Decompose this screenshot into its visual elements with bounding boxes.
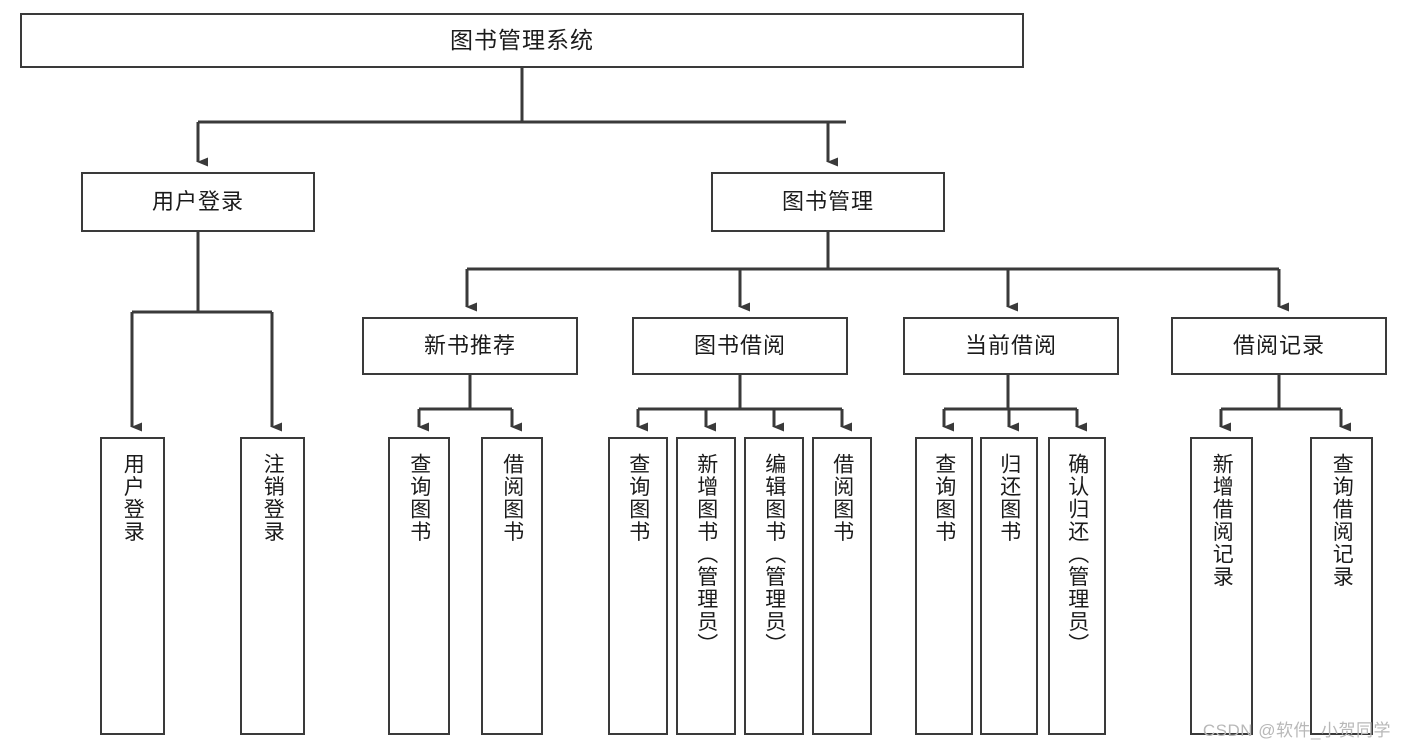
node-leaf-edit-book-admin[interactable]: 编辑图书（管理员） — [744, 437, 804, 735]
node-book-management-label: 图书管理 — [781, 189, 874, 215]
node-leaf-query-book-borrow[interactable]: 查询图书 — [608, 437, 668, 735]
node-leaf-user-login-label: 用户登录 — [121, 453, 145, 543]
node-leaf-query-borrow-record[interactable]: 查询借阅记录 — [1310, 437, 1373, 735]
node-leaf-query-book-recommend[interactable]: 查询图书 — [388, 437, 450, 735]
node-leaf-edit-book-admin-label: 编辑图书（管理员） — [762, 453, 786, 656]
node-root[interactable]: 图书管理系统 — [20, 13, 1024, 68]
node-leaf-confirm-return-admin-label: 确认归还（管理员） — [1065, 453, 1089, 656]
node-leaf-add-book-admin[interactable]: 新增图书（管理员） — [676, 437, 736, 735]
node-book-borrow-label: 图书借阅 — [693, 333, 786, 359]
node-leaf-borrow-book-recommend-label: 借阅图书 — [500, 453, 524, 543]
node-new-book-recommend-label: 新书推荐 — [423, 333, 516, 359]
node-leaf-query-borrow-record-label: 查询借阅记录 — [1330, 453, 1354, 588]
watermark: CSDN @软件_小贺同学 — [1202, 721, 1391, 740]
node-leaf-add-borrow-record-label: 新增借阅记录 — [1210, 453, 1234, 588]
node-leaf-add-book-admin-label: 新增图书（管理员） — [694, 453, 718, 656]
node-book-management[interactable]: 图书管理 — [711, 172, 945, 232]
node-leaf-query-book-borrow-label: 查询图书 — [626, 453, 650, 543]
node-user-login-label: 用户登录 — [151, 189, 244, 215]
node-leaf-borrow-book-recommend[interactable]: 借阅图书 — [481, 437, 543, 735]
node-root-label: 图书管理系统 — [450, 26, 594, 53]
node-leaf-return-book[interactable]: 归还图书 — [980, 437, 1038, 735]
node-current-borrow-label: 当前借阅 — [964, 333, 1057, 359]
node-leaf-query-book-current[interactable]: 查询图书 — [915, 437, 973, 735]
node-leaf-return-book-label: 归还图书 — [997, 453, 1021, 543]
node-leaf-user-logout[interactable]: 注销登录 — [240, 437, 305, 735]
node-new-book-recommend[interactable]: 新书推荐 — [362, 317, 578, 375]
node-leaf-borrow-book-label: 借阅图书 — [830, 453, 854, 543]
node-borrow-record-label: 借阅记录 — [1232, 333, 1325, 359]
node-leaf-add-borrow-record[interactable]: 新增借阅记录 — [1190, 437, 1253, 735]
node-leaf-user-logout-label: 注销登录 — [261, 453, 285, 543]
node-borrow-record[interactable]: 借阅记录 — [1171, 317, 1387, 375]
node-current-borrow[interactable]: 当前借阅 — [903, 317, 1119, 375]
node-leaf-query-book-current-label: 查询图书 — [932, 453, 956, 543]
node-leaf-user-login[interactable]: 用户登录 — [100, 437, 165, 735]
node-leaf-borrow-book[interactable]: 借阅图书 — [812, 437, 872, 735]
node-leaf-confirm-return-admin[interactable]: 确认归还（管理员） — [1048, 437, 1106, 735]
node-leaf-query-book-recommend-label: 查询图书 — [407, 453, 431, 543]
node-book-borrow[interactable]: 图书借阅 — [632, 317, 848, 375]
node-user-login[interactable]: 用户登录 — [81, 172, 315, 232]
